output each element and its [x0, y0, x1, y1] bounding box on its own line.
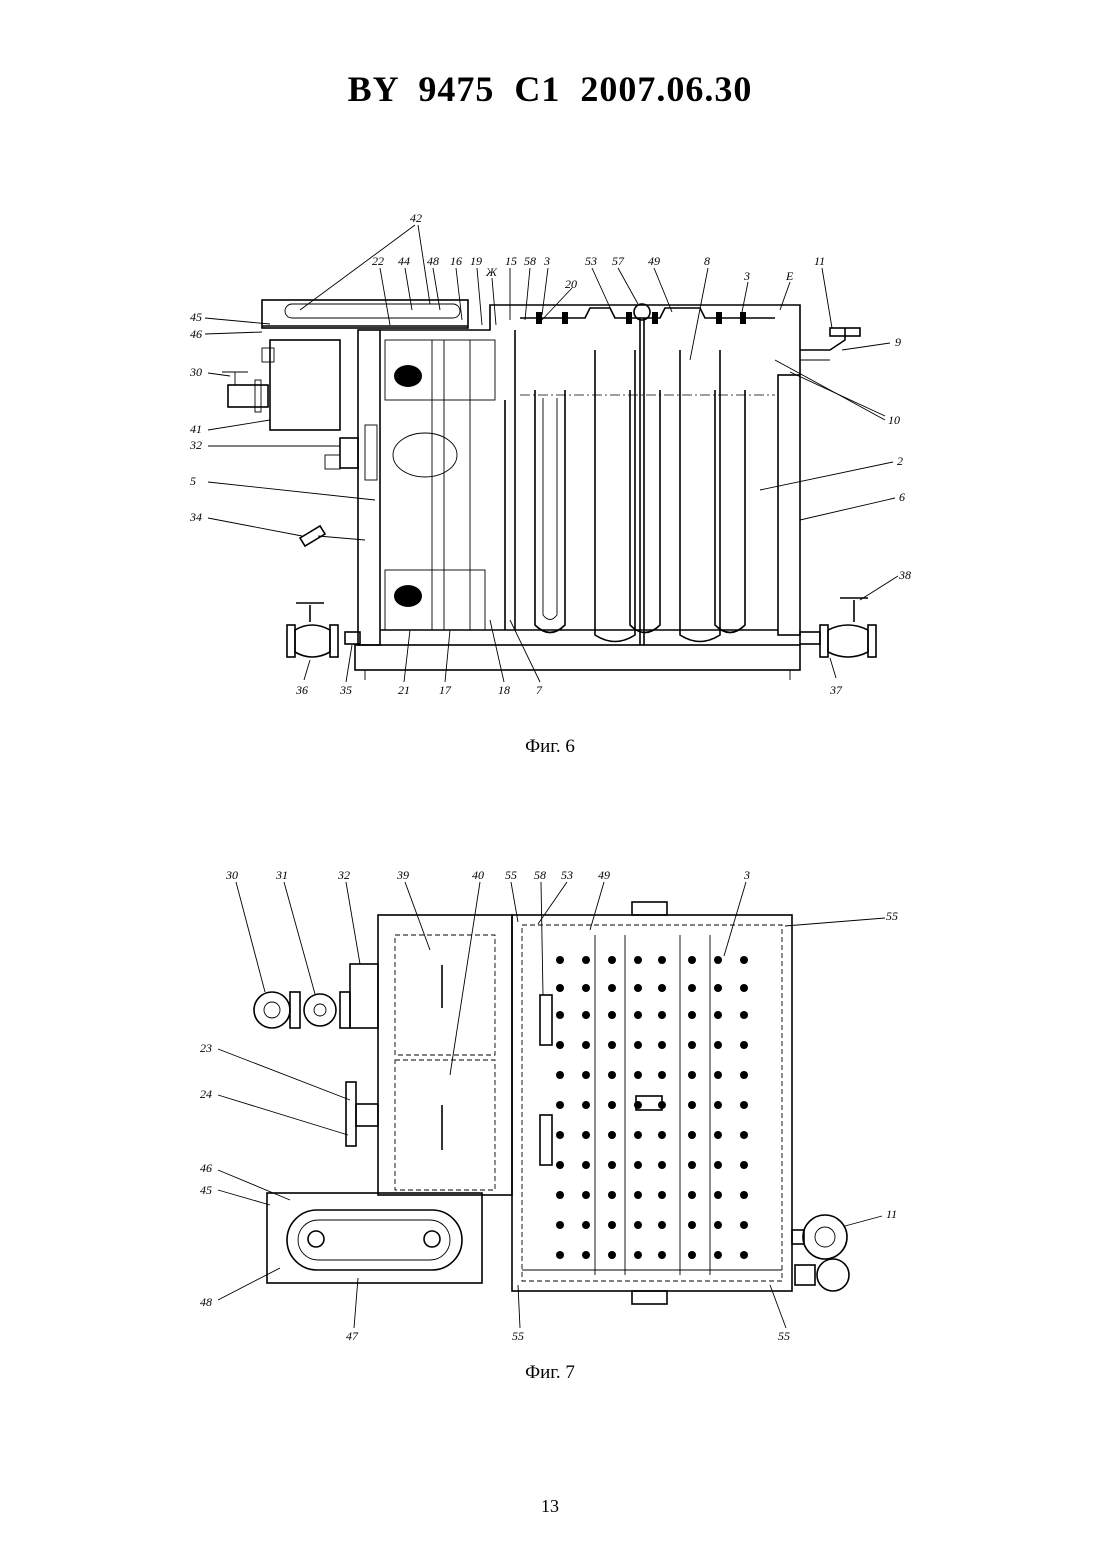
fig6-label: 22	[372, 254, 384, 268]
fig7-label: 47	[346, 1329, 359, 1340]
fig6-label: 38	[898, 568, 911, 582]
fig6-label: 5	[190, 474, 196, 488]
figure-7-drawing: 30 31 32 39 40 55 58 53 49 3 55 23 24 46…	[0, 860, 1100, 1340]
fig6-label: 3	[743, 269, 750, 283]
fig7-pumps	[254, 964, 378, 1028]
fig6-label: 10	[888, 413, 900, 427]
fig6-black-part-top	[394, 365, 422, 387]
fig7-label: 48	[200, 1295, 212, 1309]
fig7-drive-unit	[267, 1193, 482, 1283]
page-number: 13	[0, 1496, 1100, 1517]
fig6-right-wall	[778, 375, 800, 635]
fig7-label: 46	[200, 1161, 212, 1175]
fig6-label: 53	[585, 254, 597, 268]
fig7-label: 39	[396, 868, 409, 882]
figure-7-caption: Фиг. 7	[0, 1362, 1100, 1384]
fig6-left-wall	[358, 330, 380, 645]
fig6-label: 42	[410, 211, 422, 225]
fig6-label: 32	[189, 438, 202, 452]
fig7-label: 23	[200, 1041, 212, 1055]
fig6-label: 15	[505, 254, 517, 268]
fig6-pump-body	[270, 340, 340, 430]
fig6-label: 48	[427, 254, 439, 268]
fig6-label: 57	[612, 254, 625, 268]
fig6-right-valve	[800, 598, 876, 657]
fig6-label: 35	[339, 683, 352, 697]
fig7-label: 3	[743, 868, 750, 882]
fig6-label: 44	[398, 254, 410, 268]
fig6-top-cover	[520, 308, 775, 318]
fig7-label: 55	[505, 868, 517, 882]
fig6-label: 41	[190, 422, 202, 436]
fig6-base-insulation	[355, 645, 800, 670]
fig6-label: 30	[189, 365, 202, 379]
fig7-label: 55	[512, 1329, 524, 1340]
fig7-label: 32	[337, 868, 350, 882]
fig6-label: 6	[899, 490, 905, 504]
fig6-outlet-pipe	[800, 328, 860, 360]
fig6-black-part-bottom	[394, 585, 422, 607]
fig7-outlet-valve	[792, 1215, 849, 1291]
fig7-label: 58	[534, 868, 546, 882]
fig6-label: 45	[190, 310, 202, 324]
fig6-label: 21	[398, 683, 410, 697]
fig7-label: 55	[778, 1329, 790, 1340]
fig7-label: 30	[225, 868, 238, 882]
fig6-label: 58	[524, 254, 536, 268]
fig6-label: 2	[897, 454, 903, 468]
fig6-label: 9	[895, 335, 901, 349]
fig6-label: Ж	[485, 265, 498, 279]
fig6-label: 8	[704, 254, 710, 268]
fig6-label: 19	[470, 254, 482, 268]
fig6-label: 16	[450, 254, 462, 268]
patent-header: BY 9475 C1 2007.06.30	[0, 68, 1100, 110]
fig6-heating-elements	[520, 318, 775, 645]
fig7-label: 24	[200, 1087, 212, 1101]
fig6-label: Е	[785, 269, 794, 283]
fig6-label: 34	[189, 510, 202, 524]
figure-6-caption: Фиг. 6	[0, 736, 1100, 758]
fig7-label: 40	[472, 868, 484, 882]
fig7-label: 45	[200, 1183, 212, 1197]
fig6-label: 49	[648, 254, 660, 268]
fig7-label: 55	[886, 909, 898, 923]
fig6-label: 36	[295, 683, 308, 697]
figure-7: 30 31 32 39 40 55 58 53 49 3 55 23 24 46…	[0, 860, 1100, 1340]
fig7-tank-outer	[512, 915, 792, 1291]
fig6-label: 11	[814, 254, 825, 268]
fig6-label: 3	[543, 254, 550, 268]
figure-6-drawing: 42 22 44 48 16 19 Ж 15 58 3 53 57 49 8 3…	[0, 200, 1100, 720]
fig6-label: 7	[536, 683, 543, 697]
fig6-label: 37	[829, 683, 843, 697]
figure-6: 42 22 44 48 16 19 Ж 15 58 3 53 57 49 8 3…	[0, 200, 1100, 720]
fig6-label: 17	[439, 683, 452, 697]
fig6-label: 20	[565, 277, 577, 291]
fig6-label: 18	[498, 683, 510, 697]
fig6-label: 46	[190, 327, 202, 341]
fig7-bolt-grid	[556, 956, 748, 1259]
fig7-label: 31	[275, 868, 288, 882]
fig7-label: 11	[886, 1207, 897, 1221]
fig7-label: 49	[598, 868, 610, 882]
fig6-left-valve	[287, 603, 360, 657]
fig7-label: 53	[561, 868, 573, 882]
